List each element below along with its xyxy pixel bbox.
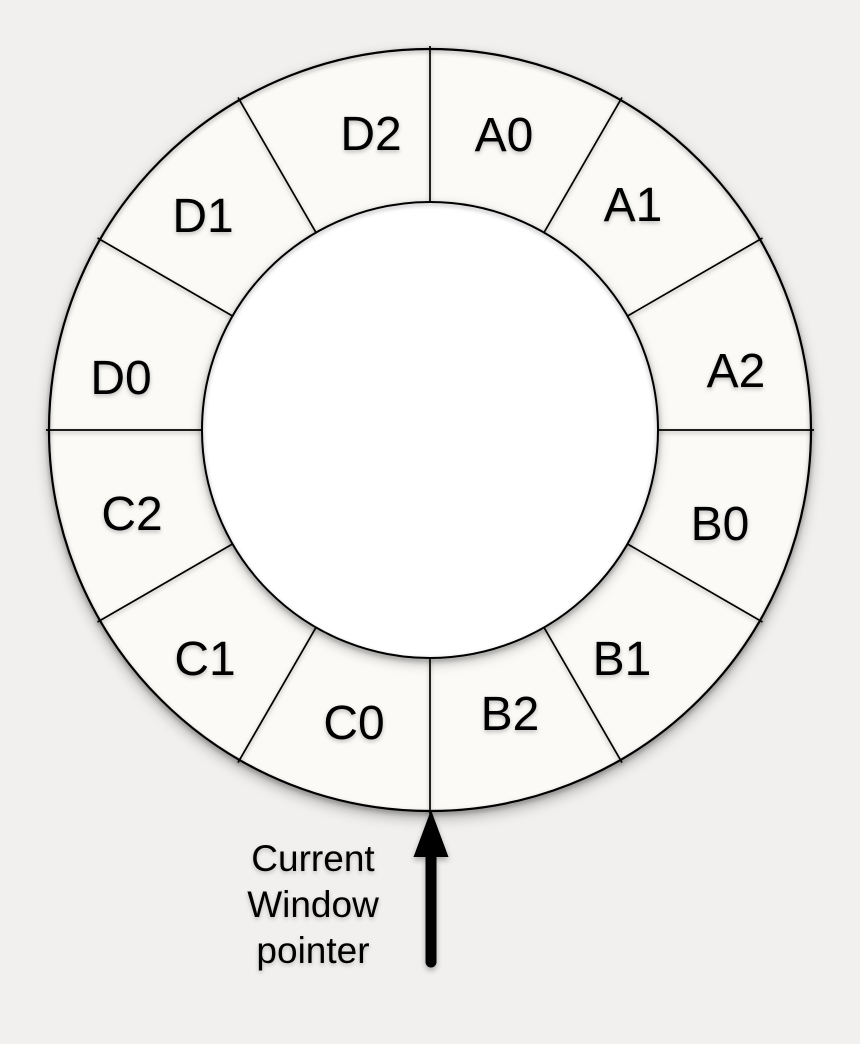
divider-line-240deg [97,543,233,623]
pointer-caption-line-2: Window [247,884,379,925]
segment-label-a0: A0 [475,109,534,162]
segment-label-b0: B0 [691,498,750,551]
segment-label-b1: B1 [593,633,652,686]
segment-label-d1: D1 [172,190,233,243]
divider-line-330deg [237,96,317,234]
divider-line-300deg [97,237,233,317]
segment-label-c0: C0 [323,697,384,750]
arrow-head [413,810,449,857]
pointer-caption-line-3: pointer [256,930,369,971]
segment-label-c1: C1 [174,633,235,686]
inner-circle-fill [202,202,658,658]
segment-label-d0: D0 [90,352,151,405]
divider-line-30deg [543,96,623,234]
outer-ring-outline [47,47,813,813]
segment-label-c2: C2 [101,488,162,541]
segment-label-a2: A2 [707,345,766,398]
divider-line-60deg [627,237,763,317]
segment-label-b2: B2 [481,688,540,741]
inner-circle-outline [201,201,659,659]
segment-labels: A0 A1 A2 B0 B1 B2 C0 C1 C2 D0 D1 D2 [90,108,765,750]
segment-label-a1: A1 [604,179,663,232]
current-window-pointer-arrow-icon [413,810,449,968]
pointer-caption-line-1: Current [251,838,375,879]
divider-line-120deg [627,543,763,623]
divider-line-150deg [543,626,623,764]
segment-label-d2: D2 [340,108,401,161]
pointer-caption: Current Window pointer [247,838,379,971]
divider-line-210deg [237,626,317,764]
segment-dividers [46,46,814,814]
